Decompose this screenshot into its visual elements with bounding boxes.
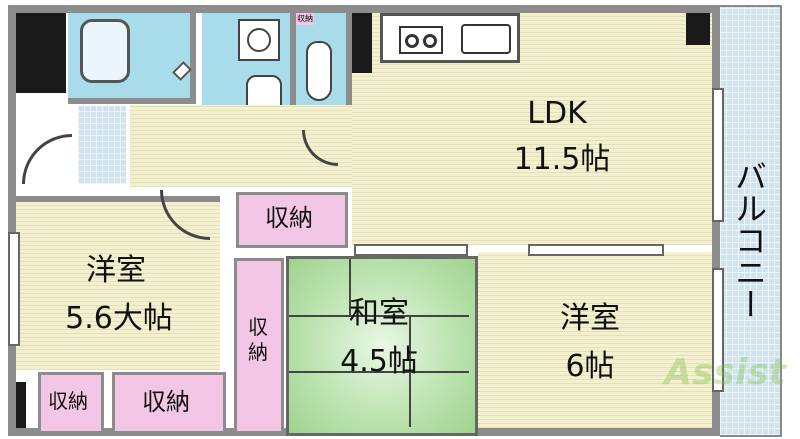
balcony: バルコニー (720, 5, 782, 437)
western-left-name: 洋室 (86, 253, 146, 288)
window-western-right (712, 268, 724, 392)
faucet-icon (172, 61, 192, 81)
pillar-kitchen (686, 13, 710, 45)
washing-machine-icon (238, 19, 280, 61)
ldk-room: LDK 11.5帖 (352, 13, 712, 245)
sliding-door-ldk-japanese (354, 244, 468, 256)
entrance-tile (78, 106, 126, 184)
balcony-label: バルコニー (730, 160, 768, 320)
japanese-room-name: 和室 (349, 296, 409, 331)
vertical-storage: 収 納 (234, 258, 284, 434)
western-right-size: 6帖 (565, 349, 615, 384)
ldk-size: 11.5帖 (513, 142, 611, 177)
hall-storage: 収納 (236, 192, 348, 248)
western-left-size: 5.6大帖 (65, 301, 173, 336)
window-western-left (8, 232, 20, 346)
japanese-room: 和室 4.5帖 (286, 256, 478, 436)
storage-bottom-2-label: 収納 (142, 388, 190, 416)
window-ldk (712, 88, 724, 222)
toilet-storage: 収納 (296, 13, 314, 25)
hallway (130, 105, 352, 187)
bathtub-icon (80, 19, 130, 83)
entrance-door (22, 134, 72, 184)
ldk-name: LDK (527, 96, 587, 131)
storage-bottom-2: 収納 (112, 372, 226, 434)
outer-wall-top (8, 5, 720, 13)
storage-bottom-1: 収納 (38, 372, 104, 434)
western-room-right: 洋室 6帖 (478, 252, 712, 428)
storage-bottom-1-label: 収納 (48, 389, 88, 413)
stove-icon (399, 26, 443, 54)
vertical-storage-label: 収 納 (248, 315, 268, 364)
kitchen-counter (380, 13, 520, 63)
pillar-bottom-left (16, 382, 26, 428)
japanese-room-size: 4.5帖 (340, 344, 418, 379)
toilet-icon (306, 41, 332, 101)
western-right-name: 洋室 (560, 301, 620, 336)
bathroom (68, 13, 196, 104)
watermark-logo: Assist (664, 352, 786, 393)
pillar-mid (352, 13, 372, 73)
sliding-door-ldk-western (528, 244, 664, 256)
outer-wall-left (8, 5, 16, 435)
hall-storage-label: 収納 (265, 204, 313, 232)
kitchen-sink-icon (461, 24, 511, 54)
pillar-top-left (16, 13, 66, 93)
